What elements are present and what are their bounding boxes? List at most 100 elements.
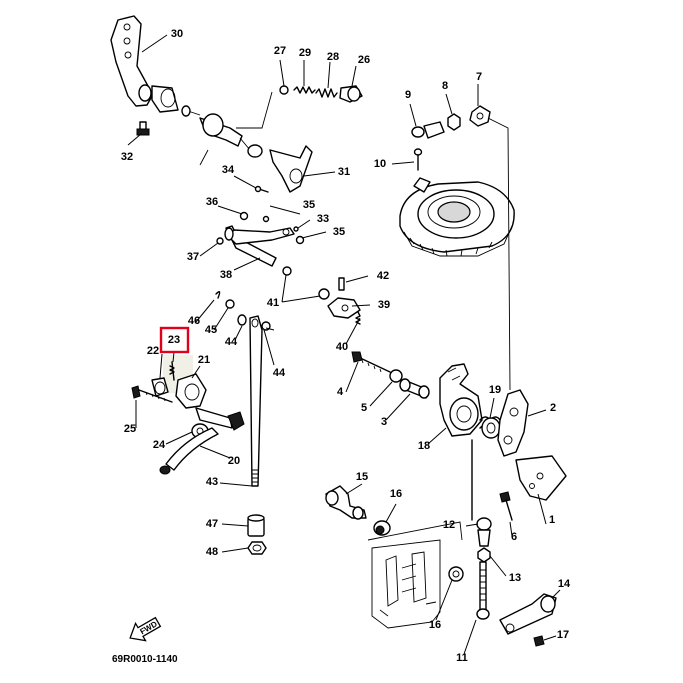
shift-shaft-assembly [181,105,313,193]
callout-16-top[interactable]: 16 [390,488,402,500]
callout-44-left[interactable]: 44 [225,336,238,348]
bolt-4 [351,351,391,373]
rod-11 [476,561,490,620]
callout-3[interactable]: 3 [381,416,387,428]
callout-44-right[interactable]: 44 [273,367,286,379]
washer-45 [225,299,235,309]
callout-35-top[interactable]: 35 [303,199,315,211]
callout-28[interactable]: 28 [327,51,339,63]
callout-10[interactable]: 10 [374,158,386,170]
callout-48[interactable]: 48 [206,546,218,558]
callout-1[interactable]: 1 [549,514,555,526]
bolt-6 [499,491,513,521]
callout-15[interactable]: 15 [356,471,368,483]
rod-38 [224,225,295,267]
leader-lines [127,34,561,655]
shift-lever-30 [110,15,179,113]
callout-37[interactable]: 37 [187,251,199,263]
pin-34 [254,185,269,193]
magneto-base-plate [399,177,515,257]
callout-34[interactable]: 34 [222,164,235,176]
lever-39 [327,297,361,325]
shift-rod-43 [249,315,263,487]
rod-end-12 [471,439,492,547]
collar-3 [399,378,430,399]
callout-25[interactable]: 25 [124,423,136,435]
spring-29 [293,86,316,94]
callout-22[interactable]: 22 [147,345,159,357]
callout-26[interactable]: 26 [358,54,370,66]
callout-46[interactable]: 46 [188,315,200,327]
clip-46 [215,291,221,299]
callout-labels: 1 2 3 4 5 6 7 8 9 10 11 12 13 14 15 16 1… [121,28,571,664]
callout-31[interactable]: 31 [338,166,350,178]
callout-29[interactable]: 29 [299,47,311,59]
washer-35b [295,235,305,245]
clip-36 [239,211,270,223]
callout-30[interactable]: 30 [171,28,183,40]
pin-33 [293,226,299,232]
callout-42[interactable]: 42 [377,270,389,282]
callout-4[interactable]: 4 [337,386,344,398]
callout-24[interactable]: 24 [153,439,166,451]
lower-housing [367,521,463,629]
callout-18[interactable]: 18 [418,440,430,452]
callout-11[interactable]: 11 [456,652,468,664]
callout-16-bottom[interactable]: 16 [429,619,441,631]
nut-7 [469,105,491,127]
callout-8[interactable]: 8 [442,80,448,92]
bracket-1 [515,455,567,501]
callout-27[interactable]: 27 [274,45,286,57]
callout-43[interactable]: 43 [206,476,218,488]
lever-2 [497,389,529,457]
callout-45[interactable]: 45 [205,324,217,336]
callout-21[interactable]: 21 [198,354,210,366]
forward-arrow: FWD [129,616,162,642]
callout-12[interactable]: 12 [443,519,455,531]
detent-26 [339,85,363,103]
callout-35-bottom[interactable]: 35 [333,226,345,238]
callout-20[interactable]: 20 [228,455,240,467]
cam-18 [439,363,483,437]
spring-23 [169,361,175,381]
pin-42 [338,277,345,291]
callout-39[interactable]: 39 [378,299,390,311]
callout-9[interactable]: 9 [405,89,411,101]
collar-22 [151,377,169,397]
spring-28 [315,88,338,98]
ball-joint-9 [411,121,445,139]
callout-38[interactable]: 38 [220,269,232,281]
callout-47[interactable]: 47 [206,518,218,530]
callout-7[interactable]: 7 [476,71,482,83]
callout-32[interactable]: 32 [121,151,133,163]
callout-41[interactable]: 41 [267,297,279,309]
callout-5[interactable]: 5 [361,402,367,414]
callout-13[interactable]: 13 [509,572,521,584]
clevis-15 [325,485,367,520]
washer-37 [216,237,224,245]
lever-14 [499,593,557,635]
washer-44a [237,314,247,326]
callout-14[interactable]: 14 [558,578,571,590]
pin-27 [279,85,289,95]
nut-8 [447,113,461,131]
highlight-callout-23 [159,326,190,354]
nut-13 [477,547,491,563]
callout-33[interactable]: 33 [317,213,329,225]
callout-19[interactable]: 19 [489,384,501,396]
nut-48 [247,541,267,555]
lever-21 [175,373,245,431]
diagram-code: 69R0010-1140 [112,654,178,665]
callout-17[interactable]: 17 [557,629,569,641]
bolt-25 [131,385,173,403]
link-20 [159,427,219,475]
callout-36[interactable]: 36 [206,196,218,208]
callout-2[interactable]: 2 [550,402,556,414]
spring-19 [479,416,511,439]
callout-23[interactable]: 23 [168,334,180,346]
callout-40[interactable]: 40 [336,341,348,353]
pin-10 [413,148,423,171]
bushing-16b [448,566,464,582]
callout-6[interactable]: 6 [511,531,517,543]
